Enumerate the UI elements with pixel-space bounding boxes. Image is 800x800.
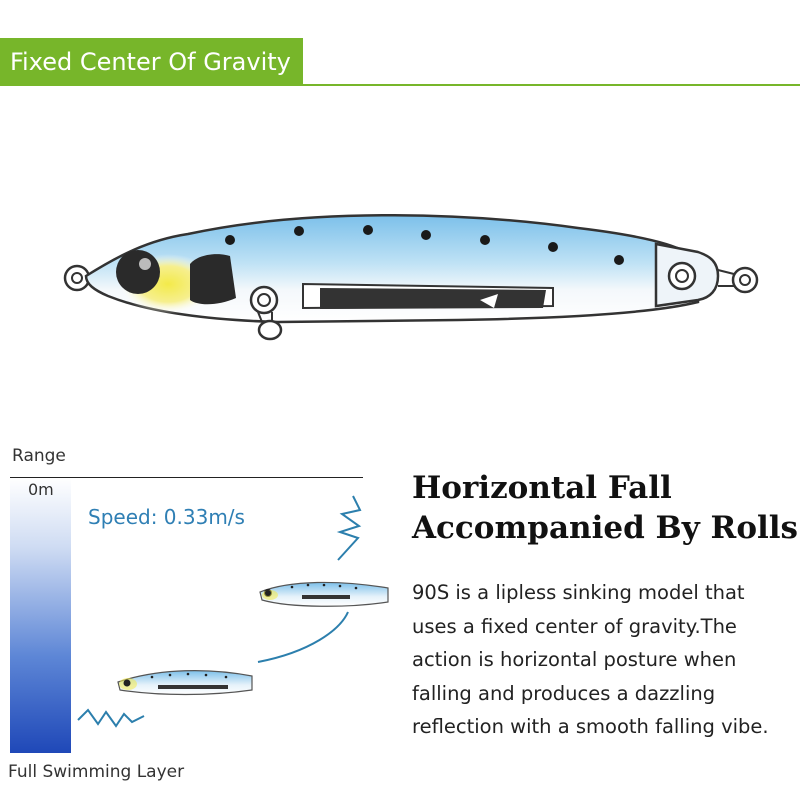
gill-plate <box>190 254 236 305</box>
header-divider <box>0 84 800 86</box>
fall-path-curve <box>257 611 349 663</box>
rear-line-eye <box>667 261 759 294</box>
roll-zigzag-bottom <box>77 708 145 728</box>
body-dots <box>225 225 624 265</box>
fall-motion-diagram <box>77 495 389 728</box>
section-title: Fixed Center Of Gravity <box>10 48 291 76</box>
roll-zigzag-top <box>336 495 362 561</box>
lure-small-upper <box>259 581 389 607</box>
belly-hook-eye <box>249 285 283 341</box>
sink-speed-label: Speed: 0.33m/s <box>88 505 245 529</box>
description-line-1: 90S is a lipless sinking model that <box>412 581 745 604</box>
depth-gradient-bar <box>10 478 71 753</box>
lure-small-lower <box>117 670 253 696</box>
full-swimming-layer-label: Full Swimming Layer <box>8 762 185 782</box>
description-line-2: uses a fixed center of gravity.The <box>412 614 737 638</box>
lure-eye <box>116 250 160 294</box>
description-line-3: action is horizontal posture when <box>412 648 737 671</box>
description-line-4: falling and produces a dazzling <box>412 681 716 705</box>
headline-line-2: Accompanied By Rolls <box>412 510 799 546</box>
section-title-tab: Fixed Center Of Gravity <box>0 38 303 86</box>
lure-illustration <box>63 214 759 341</box>
depth-zero-label: 0m <box>28 480 54 499</box>
range-label: Range <box>12 446 66 466</box>
feature-description: 90S is a lipless sinking model that uses… <box>412 576 800 744</box>
description-line-5: reflection with a smooth falling vibe. <box>412 715 769 738</box>
headline-line-1: Horizontal Fall <box>412 470 672 506</box>
surface-line <box>10 477 363 478</box>
feature-headline: Horizontal Fall Accompanied By Rolls <box>412 468 800 548</box>
